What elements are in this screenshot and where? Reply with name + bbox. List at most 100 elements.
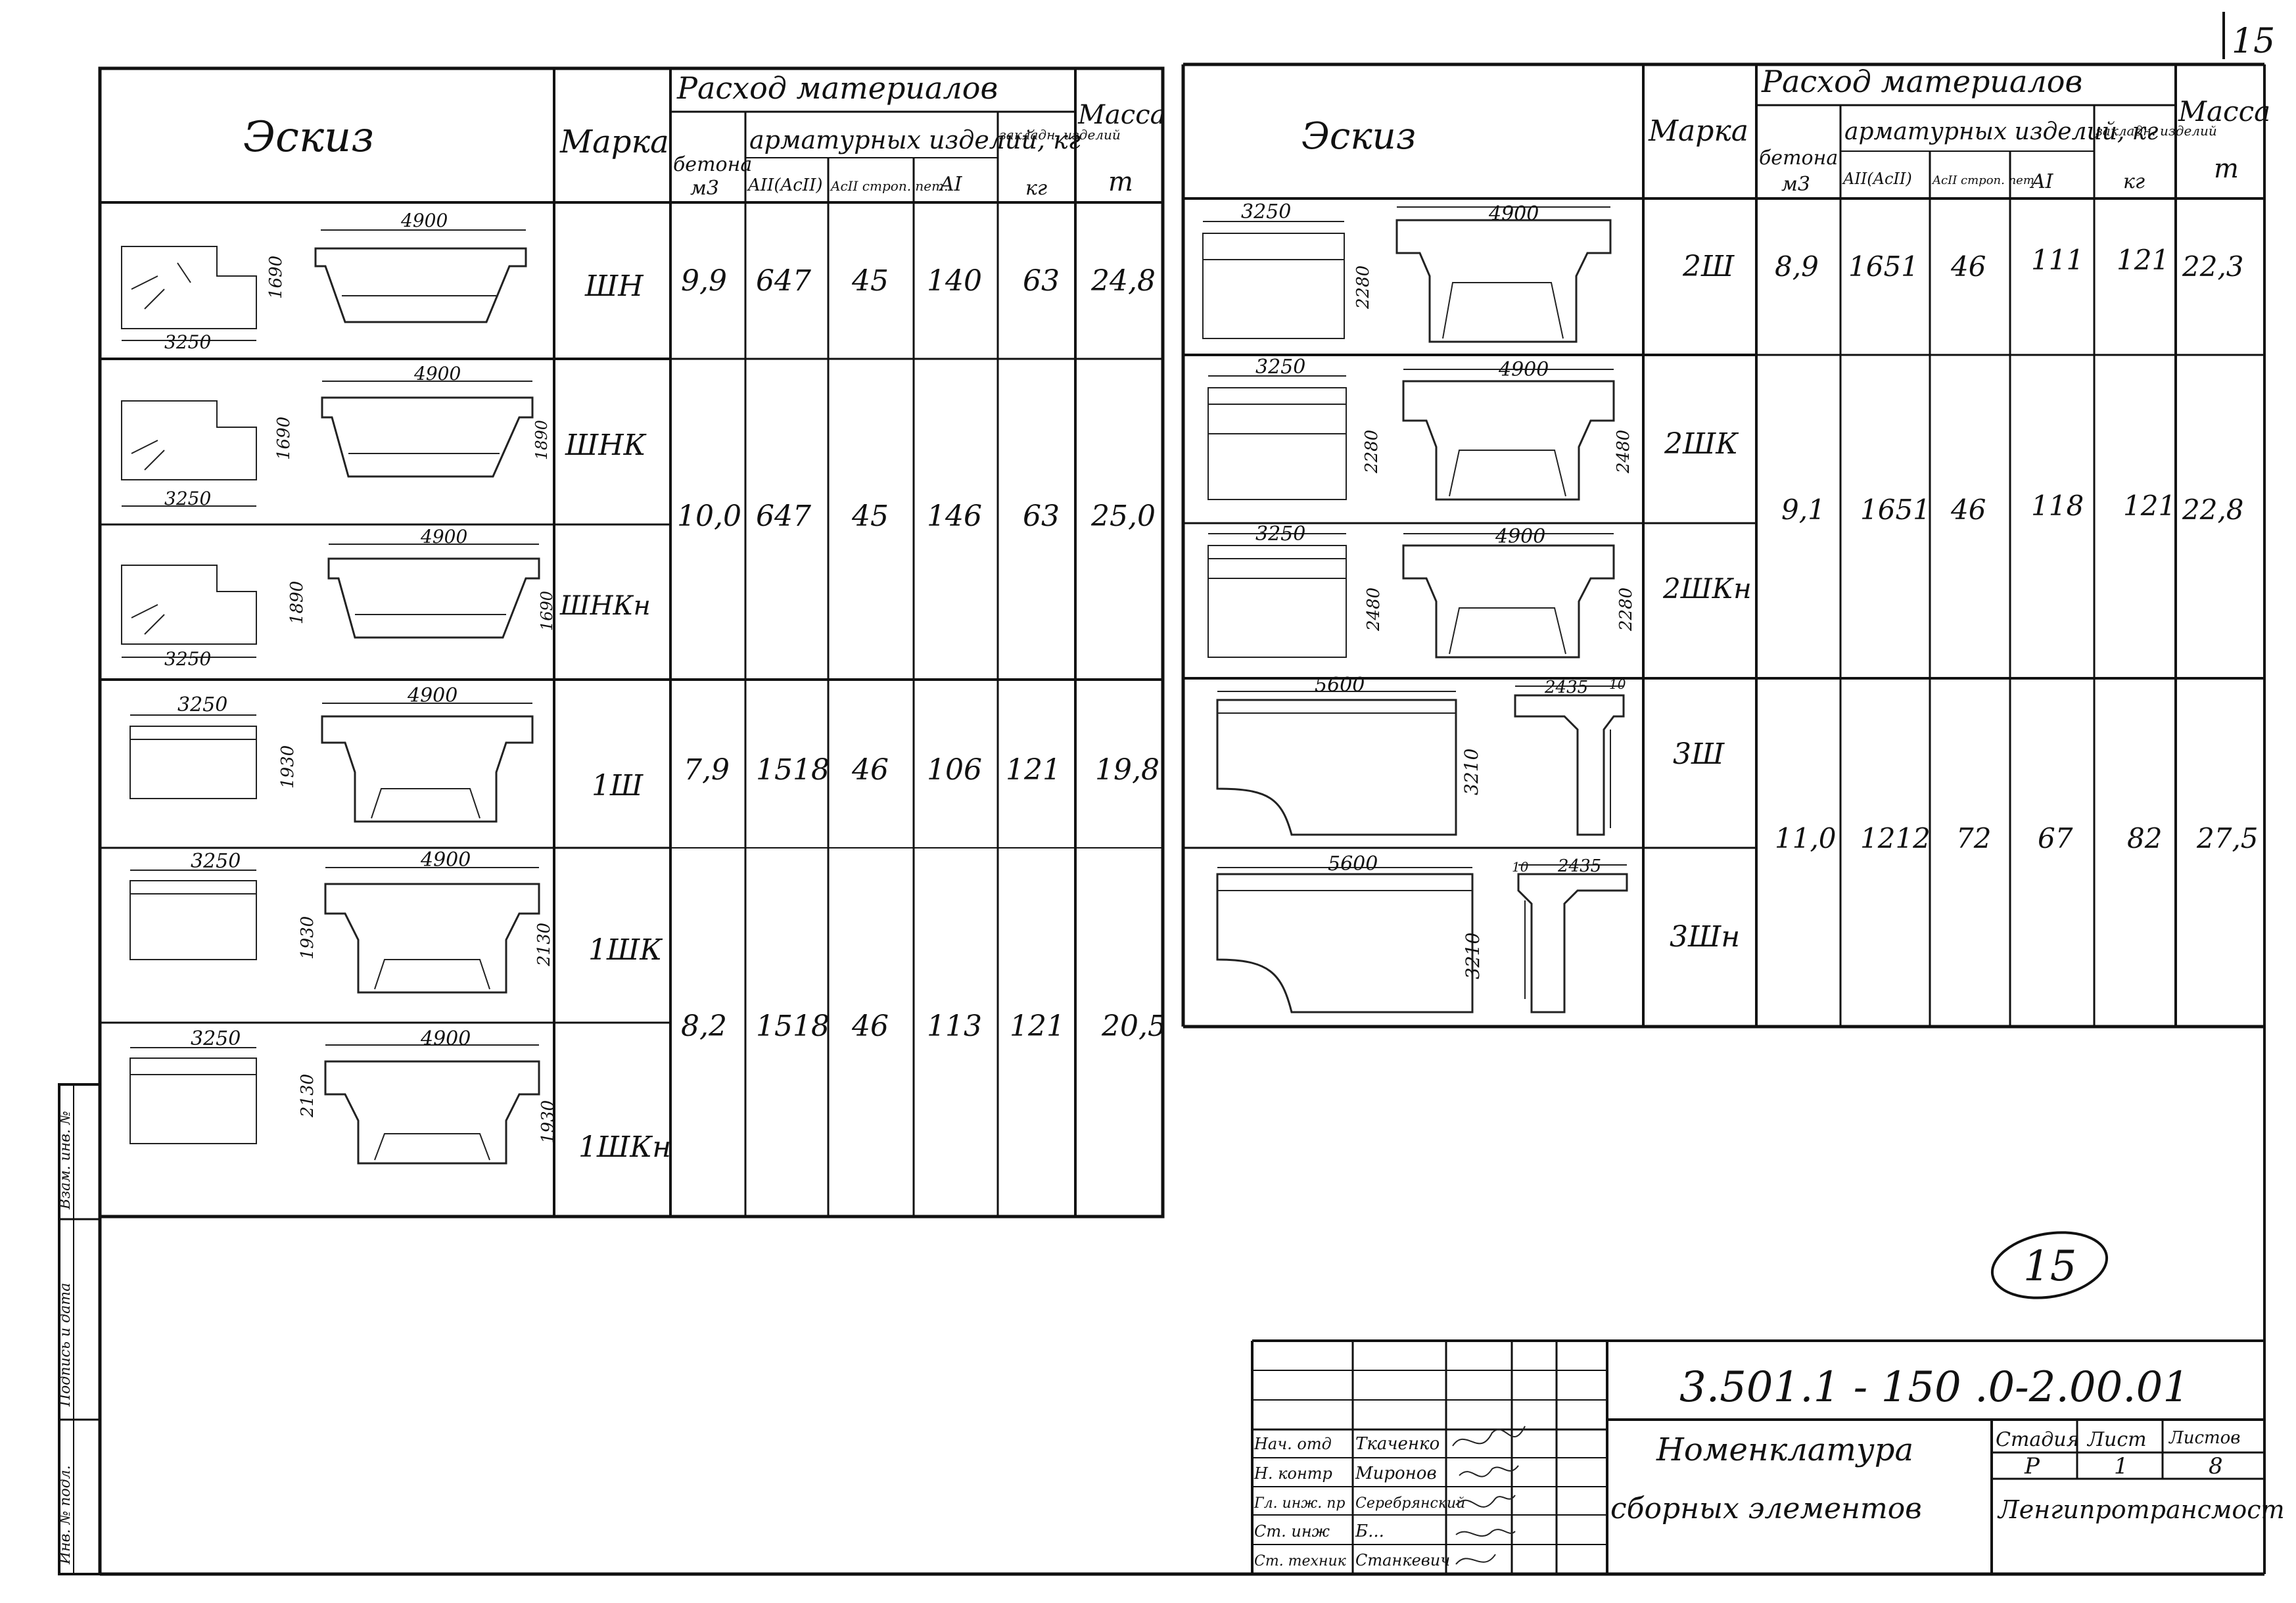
value-mass: 25,0	[1090, 499, 1156, 533]
header-concrete-unit-right: м3	[1781, 173, 1810, 196]
doc-title-1: Номенклатура	[1656, 1431, 1913, 1468]
dim-top: 4900	[407, 684, 457, 707]
value-a2: 1651	[1848, 250, 1919, 283]
sheets-label: Листов	[2168, 1428, 2240, 1448]
dim-w: 3250	[164, 331, 211, 353]
header-concrete-right: бетона	[1759, 147, 1838, 170]
header-a1-right: AI	[2029, 170, 2054, 193]
dim-w: 3250	[1255, 356, 1305, 379]
dim-h: 3210	[1462, 933, 1484, 979]
value-a1: 140	[927, 264, 982, 298]
dim-top: 4900	[1488, 202, 1539, 225]
header-mark-right: Марка	[1648, 114, 1748, 148]
sketch-3shn: 5600 3210 2435 10	[1216, 852, 1628, 1013]
value-mass: 22,3	[2182, 250, 2244, 283]
value-a2: 1518	[756, 753, 830, 787]
value-a2: 1651	[1860, 494, 1931, 526]
circled-number: 15	[1990, 1231, 2109, 1299]
dim-w: 3250	[177, 693, 227, 716]
value-concrete: 9,9	[681, 264, 727, 298]
dim-w: 3250	[1241, 200, 1291, 223]
mark-3sh: 3Ш	[1673, 737, 1725, 771]
dim-top: 4900	[400, 210, 448, 231]
dim-top: 4900	[1495, 525, 1545, 548]
staff-role: Ст. инж	[1254, 1522, 1330, 1541]
staff-name: Ткаченко	[1355, 1434, 1440, 1454]
dim-top: 4900	[420, 848, 471, 871]
value-a1: 106	[927, 753, 982, 787]
header-mark: Марка	[559, 124, 669, 160]
dim-h2: 10	[1512, 859, 1529, 875]
value-a1: 146	[927, 499, 982, 533]
staff-role: Гл. инж. пр	[1253, 1495, 1345, 1512]
value-a1: 111	[2031, 244, 2084, 276]
header-ac2: AcII строп. пет.	[830, 178, 948, 194]
stage-value: Р	[2024, 1453, 2040, 1479]
header-embedded-unit-right: кг	[2123, 170, 2145, 193]
value-concrete: 10,0	[677, 499, 741, 533]
dim-w: 5600	[1328, 852, 1378, 875]
mark-shnkn: ШНКн	[559, 591, 651, 621]
sketch-3sh: 5600 3210 2435 10	[1216, 674, 1626, 836]
staff-name: Миронов	[1355, 1464, 1437, 1483]
mark-3shn: 3Шн	[1670, 920, 1740, 954]
header-sketch-right: Эскиз	[1301, 115, 1416, 158]
value-emb: 63	[1023, 499, 1060, 533]
dim-h2: 2480	[1614, 430, 1633, 474]
value-a2: 1212	[1860, 822, 1931, 854]
mark-1shkn: 1ШКн	[578, 1130, 671, 1164]
staff-role: Нач. отд	[1253, 1435, 1332, 1453]
value-concrete: 8,2	[681, 1010, 727, 1043]
dim-h: 2130	[298, 1074, 317, 1118]
header-concrete-unit: м3	[690, 177, 719, 200]
dim-h2: 2280	[1616, 588, 1636, 632]
sketch-1shk: 3250 1930 4900 2130	[129, 848, 554, 994]
sheets-value: 8	[2209, 1453, 2223, 1479]
header-ac2-right: AcII строп. пет.	[1931, 174, 2038, 187]
value-emb: 121	[2117, 244, 2169, 276]
header-mass-unit-right: т	[2214, 154, 2239, 184]
dim-h: 2280	[1362, 430, 1382, 474]
margin-label-sign: Подпись и дата	[57, 1283, 74, 1407]
dim-h: 2280	[1353, 266, 1373, 310]
mark-2shkn: 2ШКн	[1662, 572, 1752, 605]
header-mass-unit: т	[1108, 167, 1133, 197]
left-table	[98, 66, 1165, 1219]
right-table	[1181, 62, 2266, 1029]
value-a1: 67	[2038, 822, 2073, 854]
sketch-2shk: 3250 2280 4900 2480	[1207, 356, 1633, 501]
dim-h: 2480	[1364, 588, 1384, 632]
header-consumption: Расход материалов	[676, 70, 998, 106]
doc-title-2: сборных элементов	[1610, 1492, 1922, 1525]
header-a2: AII(AcII)	[747, 175, 822, 195]
dim-top: 2435	[1557, 856, 1601, 876]
sketch-shnkn: 3250 1890 4900 1690	[121, 526, 556, 670]
mark-1sh: 1Ш	[592, 769, 644, 802]
header-embedded-right: закладн. изделий	[2096, 123, 2217, 139]
value-a2: 1518	[756, 1010, 830, 1043]
dim-top: 4900	[420, 526, 467, 547]
mark-shn: ШН	[584, 269, 644, 303]
dim-top: 4900	[420, 1027, 471, 1050]
value-a2: 647	[756, 499, 811, 533]
dim-w: 3250	[191, 1027, 241, 1050]
value-a1: 113	[927, 1010, 982, 1043]
dim-h: 1690	[266, 256, 286, 299]
header-rebar-right: арматурных изделий, кг	[1844, 118, 2158, 145]
right-header: Эскиз Марка Расход материалов бетона м3 …	[1301, 64, 2270, 196]
doc-code: 3.501.1 - 150 .0-2.00.01	[1679, 1363, 2190, 1412]
mark-shnk: ШНК	[565, 429, 647, 462]
dim-w: 3250	[191, 850, 241, 873]
value-a1: 118	[2031, 490, 2084, 522]
value-ac2: 45	[851, 499, 889, 533]
header-a2-right: AII(AcII)	[1842, 170, 1912, 188]
left-marks: ШН ШНК ШНКн 1Ш 1ШК 1ШКн	[559, 269, 671, 1164]
value-a2: 647	[756, 264, 811, 298]
left-header: Эскиз Марка Расход материалов бетона м3 …	[243, 70, 1165, 200]
value-concrete: 9,1	[1781, 494, 1825, 526]
staff-name: Серебрянский	[1355, 1495, 1465, 1512]
sketch-1sh: 3250 1930 4900	[129, 684, 534, 823]
dim-h2: 2130	[534, 923, 554, 967]
dim-top: 4900	[1498, 358, 1549, 381]
dim-h2: 10	[1609, 676, 1626, 692]
